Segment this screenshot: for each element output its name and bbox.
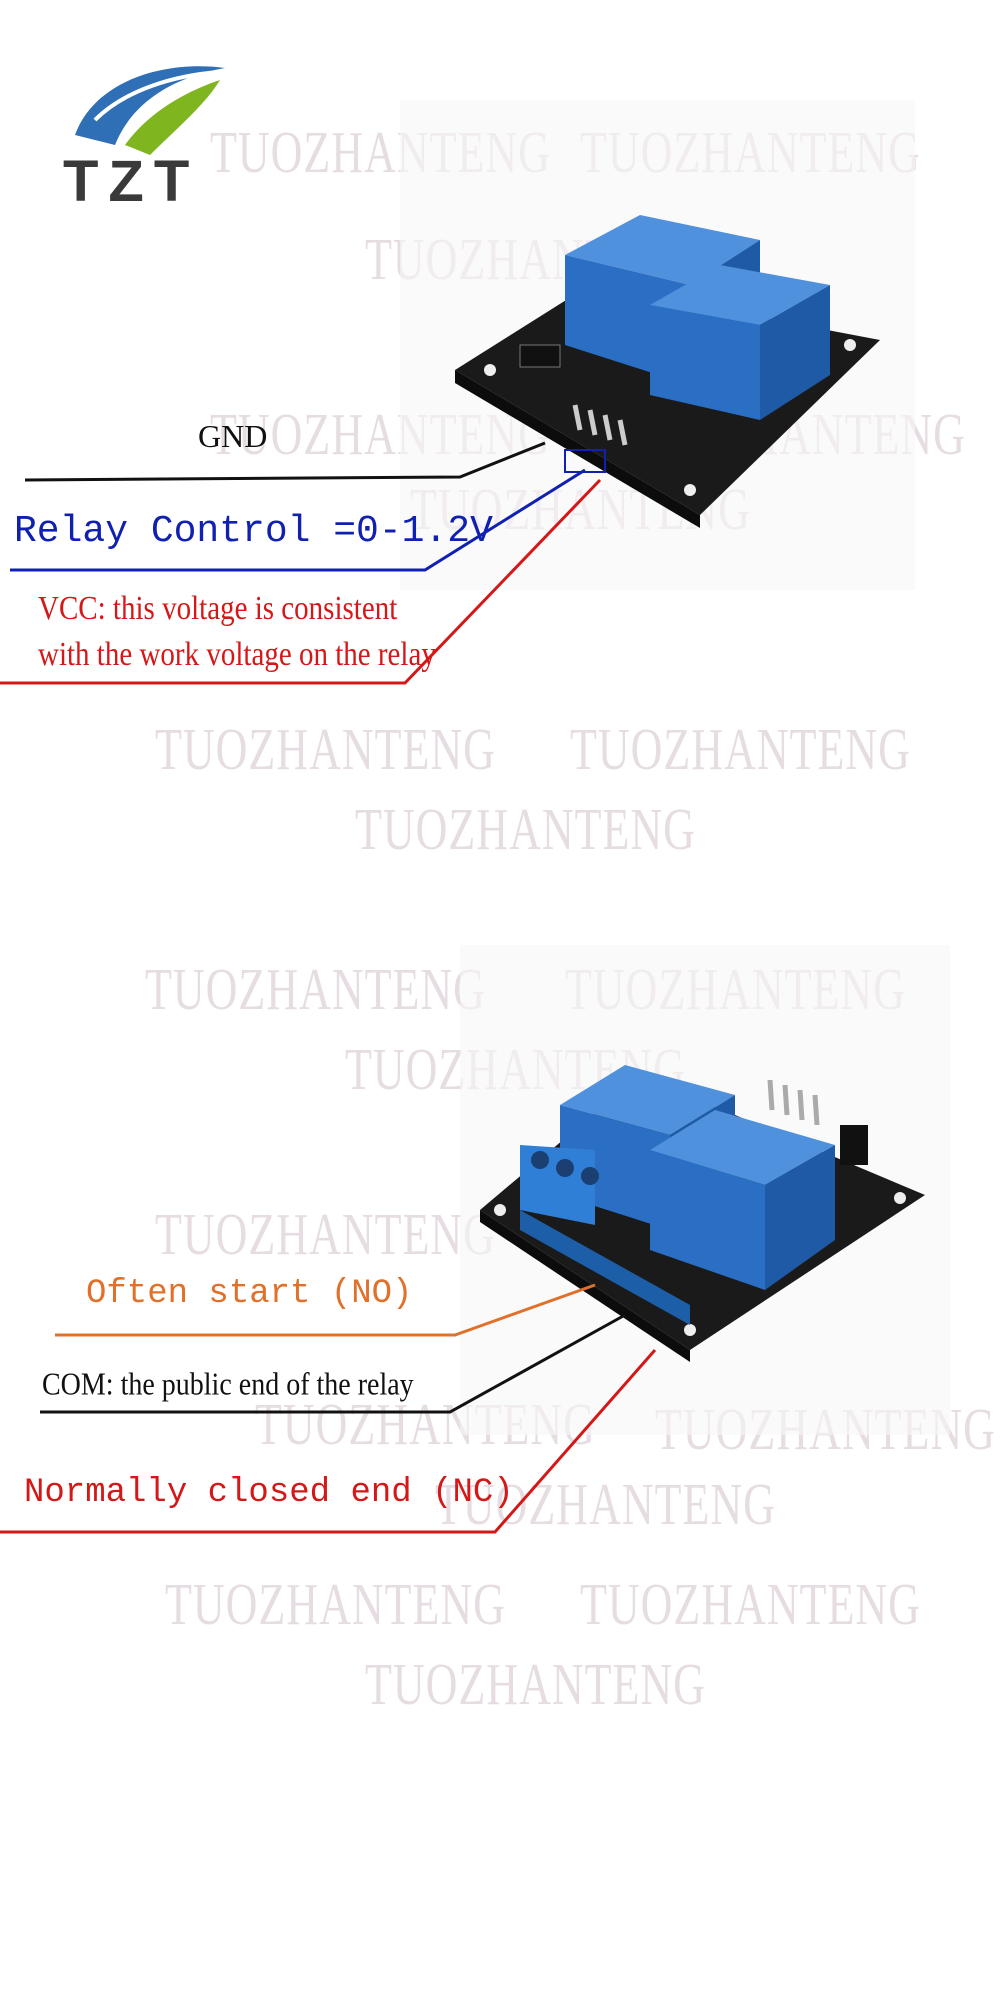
brand-name: TZT [63,149,200,214]
relay-2 [650,1110,835,1185]
watermark: TUOZHANTENG [580,119,921,186]
gnd-label: GND [198,418,268,454]
watermark: TUOZHANTENG [570,716,911,783]
header-pins [572,404,628,446]
vcc-label-line1: VCC: this voltage is consistent [38,590,398,627]
relay-control-label: Relay Control =0-1.2V [14,510,493,553]
watermark: TUOZHANTENG [345,1036,686,1103]
watermark: TUOZHANTENG [155,716,496,783]
tzt-logo: TZT [55,50,235,214]
watermark: TUOZHANTENG [145,956,486,1023]
header-pins [767,1079,820,1126]
watermark: TUOZHANTENG [355,796,696,863]
com-label: COM: the public end of the relay [42,1367,414,1403]
watermark: TUOZHANTENG [625,401,966,468]
watermark: TUOZHANTENG [580,1571,921,1638]
no-label: Often start (NO) [86,1275,413,1313]
nc-label: Normally closed end (NC) [24,1474,514,1512]
watermark: TUOZHANTENG [365,226,706,293]
logo-swoosh-icon [75,66,225,155]
pcb-bottom [480,1075,925,1350]
watermark: TUOZHANTENG [165,1571,506,1638]
watermark: TUOZHANTENG [655,1396,996,1463]
watermark: TUOZHANTENG [565,956,906,1023]
watermark: TUOZHANTENG [365,1651,706,1718]
watermark: TUOZHANTENG [155,1201,496,1268]
terminal-block [520,1145,595,1225]
watermark: TUOZHANTENG [210,119,551,186]
vcc-label-line2: with the work voltage on the relay [38,636,436,673]
